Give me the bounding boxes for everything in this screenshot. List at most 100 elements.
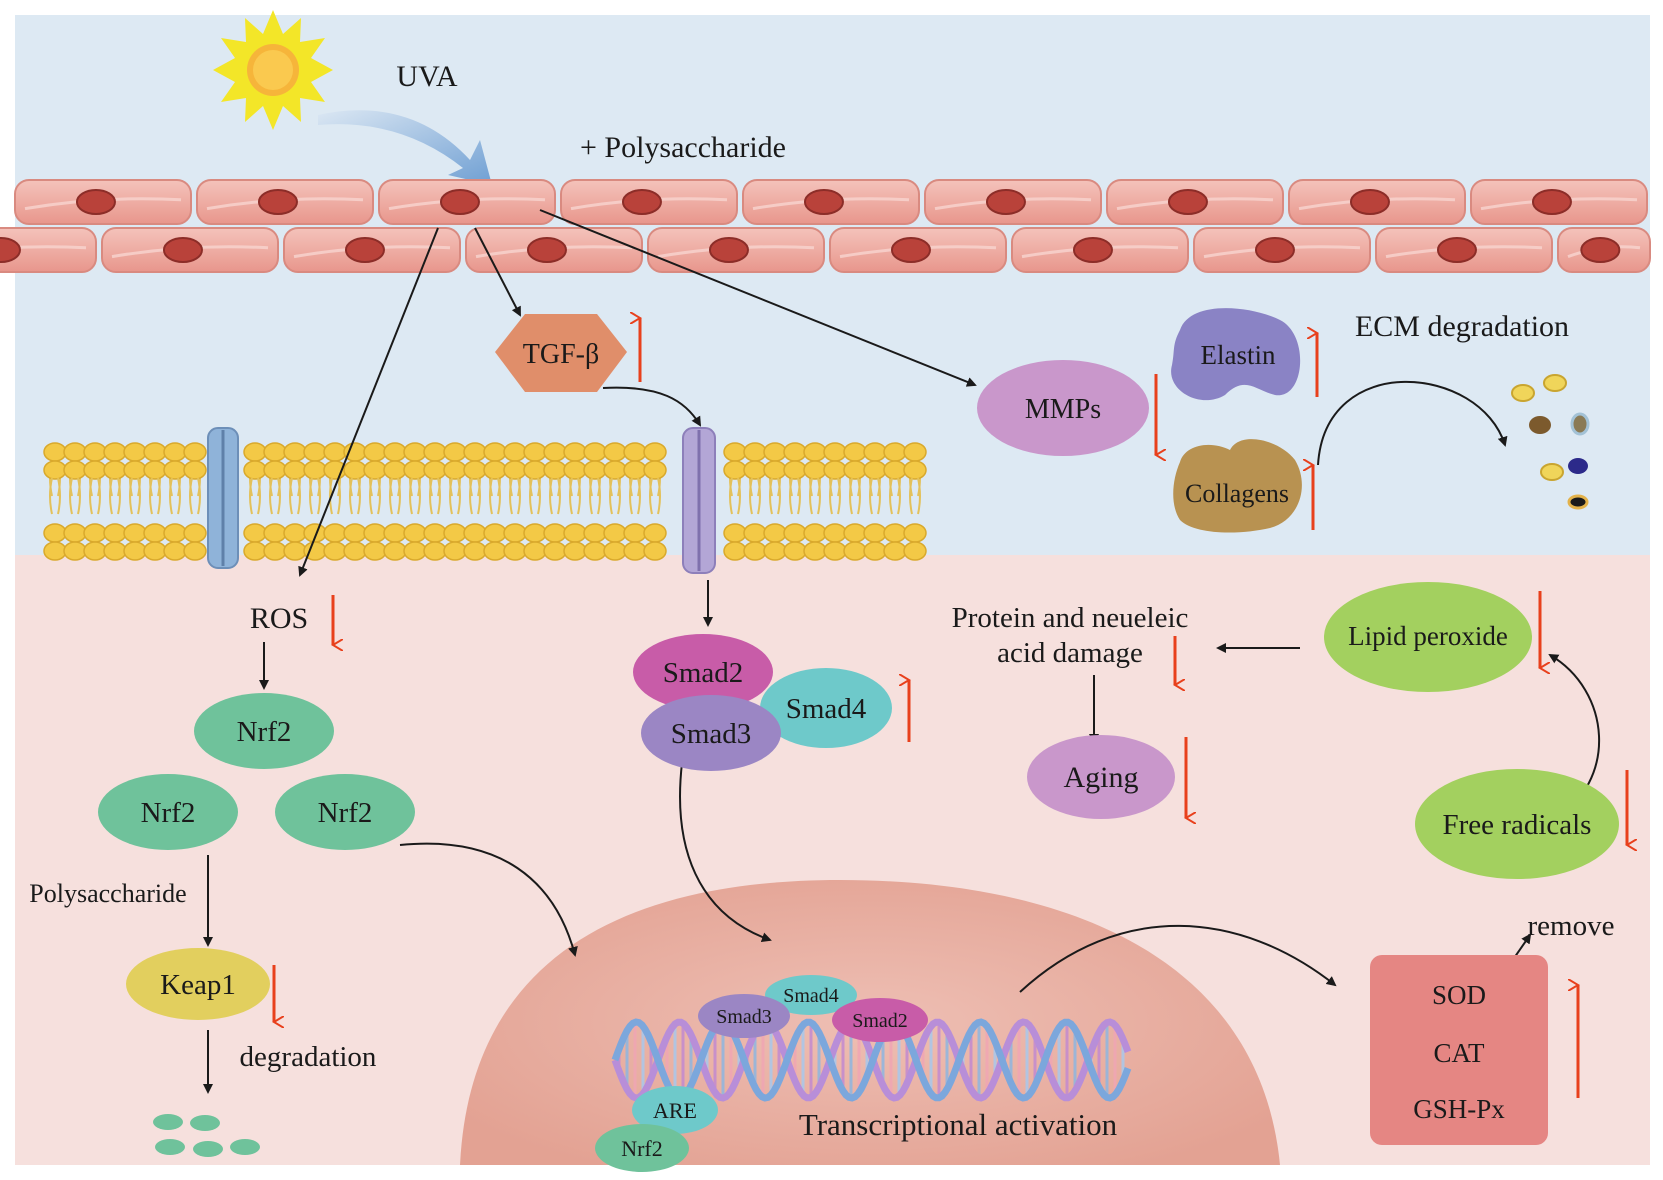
skin-cell-icon <box>829 227 1007 273</box>
smad2-label: Smad2 <box>663 657 744 689</box>
smad-complex: Smad2 Smad3 Smad4 <box>633 634 892 771</box>
skin-cell-icon <box>196 179 374 225</box>
lipid-bilayer <box>43 442 927 561</box>
nrf2-label: Nrf2 <box>318 797 373 829</box>
skin-cell-icon <box>1470 179 1648 225</box>
nuclear-smad3-label: Smad3 <box>716 1006 772 1028</box>
protein-damage-label-line2: acid damage <box>997 637 1143 669</box>
skin-cell-icon <box>1011 227 1189 273</box>
lipid-peroxide-label: Lipid peroxide <box>1348 621 1508 651</box>
free-radicals-label: Free radicals <box>1443 809 1592 841</box>
tgf-beta-label: TGF-β <box>523 339 599 370</box>
skin-cell-icon <box>924 179 1102 225</box>
phospholipid-icon <box>123 442 147 561</box>
polysaccharide-label: Polysaccharide <box>29 879 186 908</box>
cat-label: CAT <box>1433 1038 1485 1068</box>
uva-label: UVA <box>396 60 457 93</box>
phospholipid-icon <box>643 442 667 561</box>
phospholipid-icon <box>723 442 747 561</box>
antioxidant-enzymes-box: SOD CAT GSH-Px <box>1370 955 1548 1145</box>
skin-cell-icon <box>560 179 738 225</box>
aging-label: Aging <box>1064 761 1139 794</box>
phospholipid-icon <box>363 442 387 561</box>
phospholipid-icon <box>523 442 547 561</box>
skin-cell-icon <box>1106 179 1284 225</box>
ros-label: ROS <box>250 602 308 635</box>
phospholipid-icon <box>623 442 647 561</box>
nrf2-node-left: Nrf2 <box>98 774 238 850</box>
nrf2-node-top: Nrf2 <box>194 693 334 769</box>
free-radicals-node: Free radicals <box>1415 769 1619 879</box>
collagens-label: Collagens <box>1185 479 1289 508</box>
transcriptional-activation-label: Transcriptional activation <box>799 1107 1118 1142</box>
skin-cell-layer <box>0 179 1651 273</box>
phospholipid-icon <box>843 442 867 561</box>
elastin-node: Elastin <box>1171 308 1301 401</box>
sod-label: SOD <box>1432 980 1486 1010</box>
nuclear-smad2-label: Smad2 <box>852 1010 908 1032</box>
ecm-debris-icon <box>1511 374 1590 510</box>
ecm-degradation-label: ECM degradation <box>1355 310 1569 343</box>
phospholipid-icon <box>483 442 507 561</box>
skin-cell-icon <box>647 227 825 273</box>
skin-cell-icon <box>14 179 192 225</box>
lipid-peroxide-node: Lipid peroxide <box>1324 582 1532 692</box>
phospholipid-icon <box>783 442 807 561</box>
elastin-label: Elastin <box>1201 340 1276 370</box>
phospholipid-icon <box>823 442 847 561</box>
phospholipid-icon <box>63 442 87 561</box>
smad4-label: Smad4 <box>786 693 867 725</box>
phospholipid-icon <box>803 442 827 561</box>
phospholipid-icon <box>903 442 927 561</box>
phospholipid-icon <box>183 442 207 561</box>
degraded-fragments-icon <box>153 1114 260 1157</box>
mmps-label: MMPs <box>1025 394 1101 425</box>
nuclear-nrf2-label: Nrf2 <box>621 1136 663 1161</box>
phospholipid-icon <box>863 442 887 561</box>
keap1-label: Keap1 <box>160 969 236 1001</box>
collagens-node: Collagens <box>1173 439 1302 533</box>
phospholipid-icon <box>303 442 327 561</box>
membrane-channel-left-icon <box>207 427 239 569</box>
skin-cell-icon <box>1557 227 1651 273</box>
nrf2-label: Nrf2 <box>237 716 292 748</box>
sun-icon <box>213 10 333 130</box>
phospholipid-icon <box>563 442 587 561</box>
indicator-arrows <box>274 318 1627 1098</box>
uva-ray-icon <box>318 110 492 185</box>
skin-cell-icon <box>1375 227 1553 273</box>
skin-cell-icon <box>742 179 920 225</box>
phospholipid-icon <box>343 442 367 561</box>
skin-cell-icon <box>465 227 643 273</box>
phospholipid-icon <box>603 442 627 561</box>
polysaccharide-top-label: + Polysaccharide <box>580 131 786 164</box>
phospholipid-icon <box>583 442 607 561</box>
phospholipid-icon <box>543 442 567 561</box>
phospholipid-icon <box>463 442 487 561</box>
nuclear-smad4-label: Smad4 <box>783 985 839 1007</box>
nrf2-node-right: Nrf2 <box>275 774 415 850</box>
remove-label: remove <box>1528 910 1615 942</box>
skin-cell-icon <box>378 179 556 225</box>
gshpx-label: GSH-Px <box>1413 1094 1505 1124</box>
degradation-label: degradation <box>240 1041 377 1073</box>
phospholipid-icon <box>743 442 767 561</box>
tgf-beta-node: TGF-β <box>495 314 627 392</box>
keap1-node: Keap1 <box>126 948 270 1020</box>
skin-cell-icon <box>101 227 279 273</box>
mmps-node: MMPs <box>977 360 1149 456</box>
skin-cell-icon <box>0 227 97 273</box>
skin-cell-icon <box>1288 179 1466 225</box>
phospholipid-icon <box>83 442 107 561</box>
pathway-arrows <box>203 209 1600 1094</box>
are-label: ARE <box>653 1098 697 1123</box>
smad3-label: Smad3 <box>671 718 752 750</box>
phospholipid-icon <box>423 442 447 561</box>
protein-damage-label-line1: Protein and neueleic <box>952 602 1189 634</box>
nrf2-label: Nrf2 <box>141 797 196 829</box>
dna-helix-icon <box>611 1018 1132 1102</box>
tgf-receptor-icon <box>682 427 716 574</box>
nuclear-factors: Smad4 Smad3 Smad2 ARE Nrf2 <box>595 975 928 1172</box>
phospholipid-icon <box>283 442 307 561</box>
